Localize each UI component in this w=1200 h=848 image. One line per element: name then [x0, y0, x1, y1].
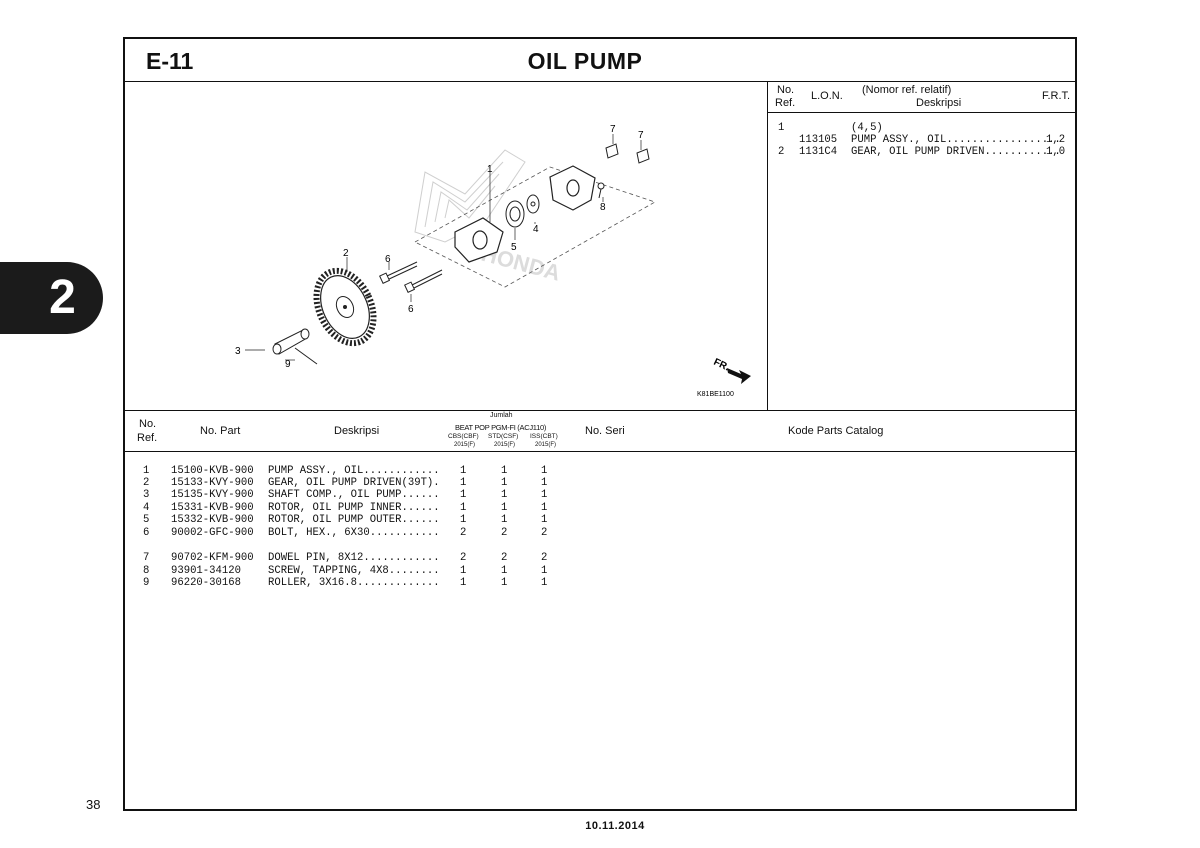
- ref-row-1-desc: (4,5): [851, 122, 883, 134]
- callout-6a: 6: [385, 254, 391, 265]
- model-label: BEAT POP PGM-FI (ACJ110): [455, 423, 547, 432]
- exploded-diagram: HONDA: [235, 124, 751, 398]
- parts-seri-label: No. Seri: [585, 425, 625, 437]
- variant-1-year: 2015(F): [454, 442, 476, 448]
- driven-gear: [313, 267, 377, 347]
- ref-row-3-frt: 1,0: [1046, 146, 1066, 158]
- ref-row-1-no: 1: [778, 122, 785, 134]
- callout-6b: 6: [408, 304, 414, 315]
- honda-wing-watermark: [414, 149, 526, 243]
- ref-row-3-lon: 1131C4: [799, 146, 838, 158]
- ref-ref-label: Ref.: [775, 97, 796, 109]
- section-tab: 2: [0, 262, 103, 334]
- ref-row-3-no: 2: [778, 146, 785, 158]
- ref-row-2-desc: PUMP ASSY., OIL..................: [851, 134, 1061, 146]
- ref-nomor-label: (Nomor ref. relatif): [862, 84, 952, 96]
- inner-rotor: [526, 194, 540, 214]
- tapping-screw: [597, 182, 605, 199]
- variant-3-name: ISS(CBT): [530, 433, 558, 440]
- variant-1-name: CBS(CBF): [448, 433, 479, 440]
- callout-3: 3: [235, 346, 241, 357]
- callout-7b: 7: [638, 130, 644, 141]
- ref-row-2-lon: 113105: [799, 134, 838, 146]
- ref-row-3-desc: GEAR, OIL PUMP DRIVEN............: [851, 146, 1061, 158]
- pump-body: [454, 217, 504, 263]
- callout-1: 1: [487, 164, 493, 175]
- callout-7a: 7: [610, 124, 616, 135]
- parts-no-label: No.: [139, 418, 157, 430]
- callout-2: 2: [343, 248, 349, 259]
- parts-ref-label: Ref.: [137, 432, 158, 444]
- pump-cover: [549, 165, 596, 211]
- hex-bolts: [379, 261, 443, 293]
- parts-desc-label: Deskripsi: [334, 425, 380, 437]
- pump-shaft: [272, 328, 318, 365]
- callout-leaders: [245, 134, 642, 361]
- variant-3-year: 2015(F): [535, 442, 557, 448]
- outer-rotor: [505, 200, 525, 228]
- ref-no-label: No.: [777, 84, 795, 96]
- section-code: E-11: [146, 48, 194, 74]
- variant-2-name: STD(CSF): [488, 433, 519, 440]
- callout-9: 9: [285, 359, 291, 370]
- parts-top-divider: [125, 410, 1075, 411]
- callout-4: 4: [533, 224, 539, 235]
- ref-lon-label: L.O.N.: [811, 90, 843, 102]
- ref-deskripsi-label: Deskripsi: [916, 97, 962, 109]
- diagram-divider: [767, 82, 768, 410]
- front-arrow-icon: FR.: [712, 357, 751, 384]
- diagram-code: K81BE1100: [697, 391, 734, 398]
- ref-header-divider: [767, 112, 1075, 113]
- page-frame: [123, 37, 1077, 811]
- dowel-pins: [605, 143, 650, 164]
- page-number: 38: [86, 797, 101, 812]
- callout-5: 5: [511, 242, 517, 253]
- variant-2-year: 2015(F): [494, 442, 516, 448]
- jumlah-label: Jumlah: [490, 412, 513, 419]
- ref-frt-label: F.R.T.: [1042, 90, 1071, 102]
- page-title: OIL PUMP: [527, 48, 643, 74]
- assembly-outline: [414, 166, 656, 288]
- ref-row-2-frt: 1,2: [1046, 134, 1066, 146]
- header-divider: [125, 81, 1075, 82]
- parts-part-label: No. Part: [200, 425, 241, 437]
- parts-catalog-label: Kode Parts Catalog: [788, 425, 884, 437]
- callout-8: 8: [600, 202, 606, 213]
- parts-header-divider: [125, 451, 1075, 452]
- issue-date: 10.11.2014: [585, 820, 645, 832]
